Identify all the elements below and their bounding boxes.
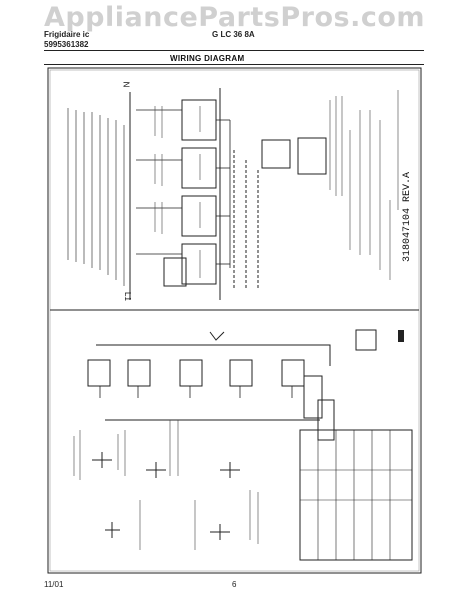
rail-label-n: N bbox=[121, 81, 131, 88]
footer-date: 11/01 bbox=[44, 580, 64, 589]
revision-label: 318047104 REV.A bbox=[402, 171, 413, 262]
page-title: WIRING DIAGRAM bbox=[170, 54, 245, 63]
brand-line: Frigidaire ic bbox=[44, 30, 90, 39]
model-number: G LC 36 8A bbox=[212, 30, 255, 39]
title-rule bbox=[44, 64, 424, 65]
rail-label-l1: L1 bbox=[122, 292, 132, 301]
header-rule bbox=[44, 50, 424, 51]
footer-page: 6 bbox=[232, 580, 237, 589]
part-number: 5995361382 bbox=[44, 40, 89, 49]
